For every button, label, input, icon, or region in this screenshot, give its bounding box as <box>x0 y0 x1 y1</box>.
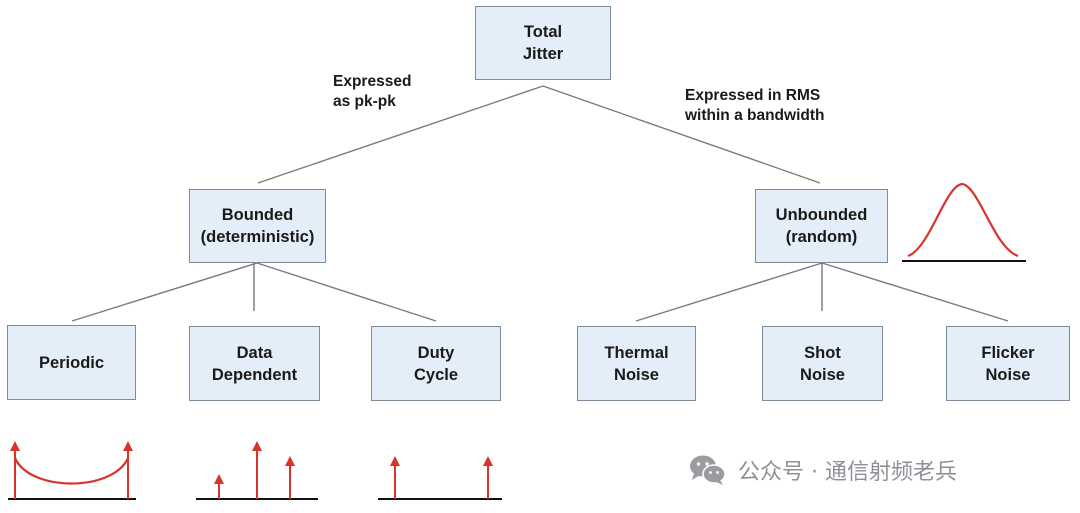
wechat-icon <box>690 455 726 485</box>
node-bounded-label: Bounded (deterministic) <box>200 206 315 246</box>
connectors <box>71 85 1009 322</box>
node-bounded: Bounded (deterministic) <box>189 189 326 263</box>
node-data-dependent-label: Data Dependent <box>211 343 298 384</box>
connector-total-bounded <box>257 85 544 184</box>
gaussian-curve-icon <box>902 182 1026 262</box>
node-flicker-noise-label: Flicker Noise <box>981 343 1035 384</box>
node-periodic-label: Periodic <box>38 353 105 372</box>
connector-unbounded-thermal <box>635 262 823 322</box>
node-total-jitter: Total Jitter <box>475 6 611 80</box>
connector-unbounded-flicker <box>821 262 1009 322</box>
node-periodic: Periodic <box>7 325 136 400</box>
node-duty-cycle: Duty Cycle <box>371 326 501 401</box>
node-total-jitter-label: Total Jitter <box>522 23 564 63</box>
node-unbounded-label: Unbounded (random) <box>775 206 868 246</box>
periodic-waveform-icon <box>8 441 136 500</box>
edge-label-rms: Expressed in RMS within a bandwidth <box>685 87 825 124</box>
connector-total-unbounded <box>542 85 821 184</box>
data-dependent-impulses-icon <box>196 441 318 500</box>
node-thermal-noise: Thermal Noise <box>577 326 696 401</box>
node-data-dependent: Data Dependent <box>189 326 320 401</box>
connector-bounded-duty-cycle <box>256 262 437 322</box>
node-unbounded: Unbounded (random) <box>755 189 888 263</box>
node-shot-noise-label: Shot Noise <box>800 343 845 384</box>
watermark: 公众号 · 通信射频老兵 <box>688 453 957 487</box>
node-thermal-noise-label: Thermal Noise <box>604 343 669 384</box>
edge-label-pk-pk: Expressed as pk-pk <box>333 73 412 110</box>
connector-bounded-periodic <box>71 262 258 322</box>
watermark-text: 公众号 · 通信射频老兵 <box>738 460 957 485</box>
node-duty-cycle-label: Duty Cycle <box>413 343 459 384</box>
node-flicker-noise: Flicker Noise <box>946 326 1070 401</box>
duty-cycle-impulses-icon <box>378 456 502 500</box>
node-shot-noise: Shot Noise <box>762 326 883 401</box>
